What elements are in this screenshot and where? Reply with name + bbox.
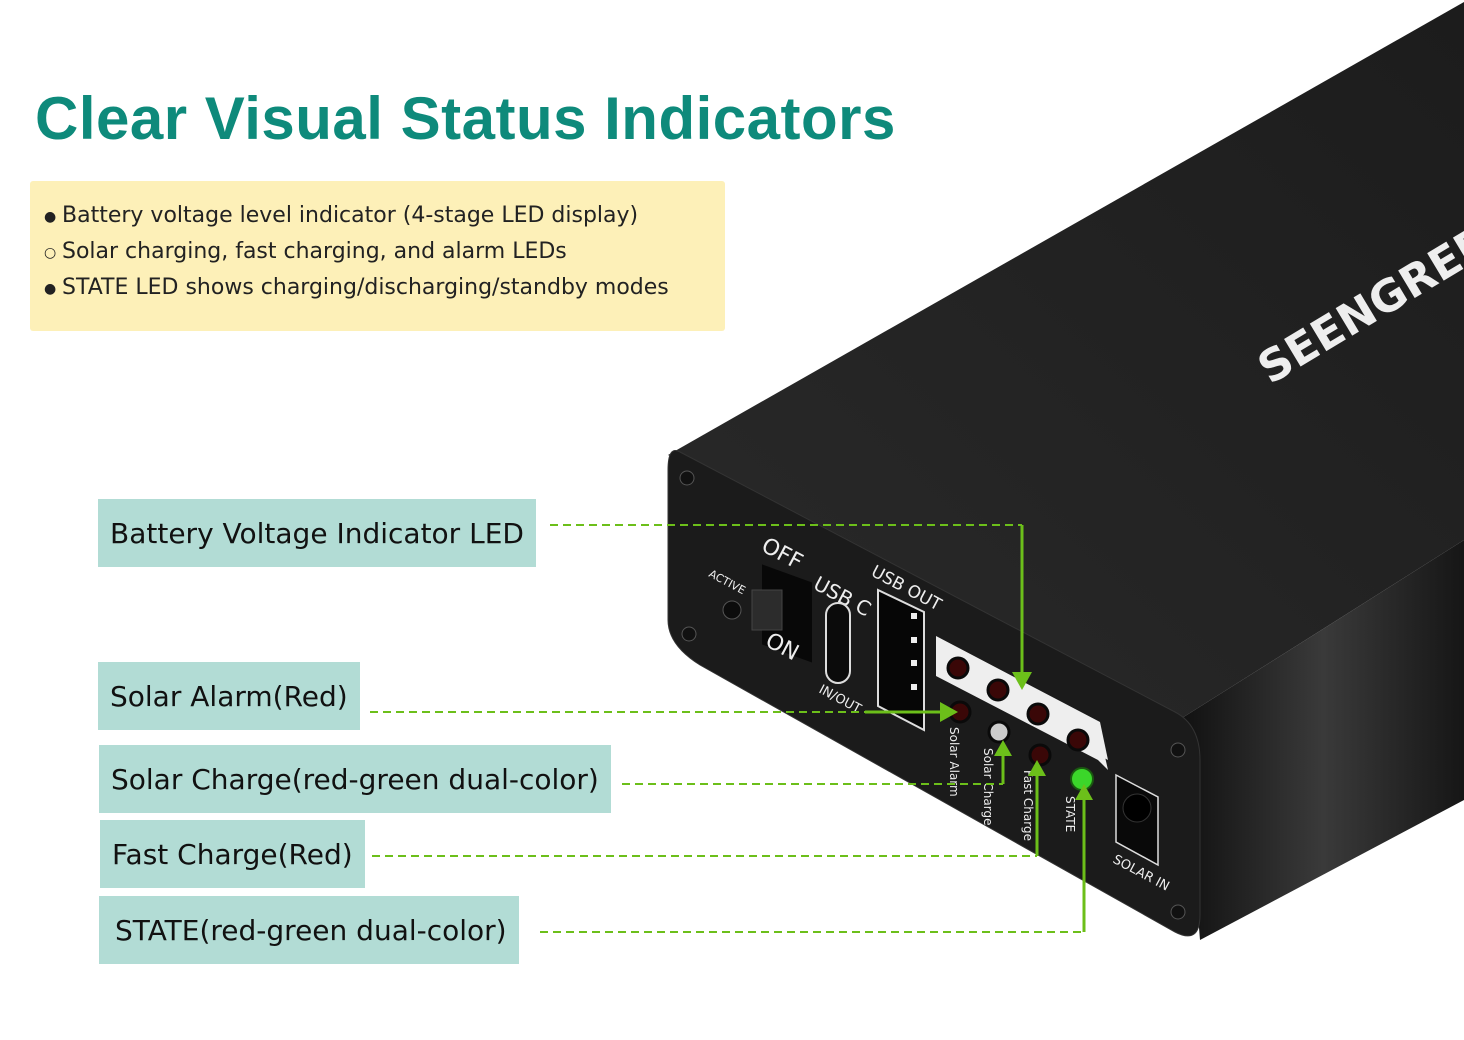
voltage-led bbox=[1026, 702, 1050, 726]
callout-state: STATE(red-green dual-color) bbox=[99, 896, 519, 964]
state-led bbox=[1070, 767, 1094, 791]
screw-icon bbox=[679, 470, 695, 486]
voltage-led bbox=[986, 678, 1010, 702]
callout-solar-alarm: Solar Alarm(Red) bbox=[98, 662, 360, 730]
bullet-icon: ○ bbox=[44, 245, 57, 261]
solar-charge-led bbox=[987, 720, 1011, 744]
state-label: STATE bbox=[1063, 796, 1077, 832]
feature-text: STATE LED shows charging/discharging/sta… bbox=[62, 275, 669, 300]
feature-text: Battery voltage level indicator (4-stage… bbox=[62, 203, 639, 228]
feature-list: ● Battery voltage level indicator (4-stag… bbox=[30, 181, 725, 331]
device-side-face bbox=[1182, 540, 1464, 940]
arrow-icons bbox=[940, 672, 1093, 800]
power-switch bbox=[762, 564, 812, 663]
bullet-icon: ● bbox=[44, 209, 57, 225]
device-front-face bbox=[667, 450, 1201, 937]
feature-text: Solar charging, fast charging, and alarm… bbox=[62, 239, 567, 264]
leader-lines bbox=[370, 524, 1084, 933]
screw-icon bbox=[1170, 742, 1186, 758]
fast-charge-label: Fast Charge bbox=[1021, 770, 1035, 841]
callout-battery-voltage: Battery Voltage Indicator LED bbox=[98, 499, 536, 567]
solar-alarm-label: Solar Alarm bbox=[947, 727, 961, 797]
feature-item: ● STATE LED shows charging/discharging/st… bbox=[44, 275, 725, 311]
switch-knob bbox=[751, 589, 783, 631]
bullet-icon: ● bbox=[44, 281, 57, 297]
usb-c-port bbox=[825, 602, 851, 684]
fast-charge-led bbox=[1028, 743, 1052, 767]
callout-solar-charge: Solar Charge(red-green dual-color) bbox=[99, 745, 611, 813]
voltage-led bbox=[1066, 728, 1090, 752]
feature-item: ○ Solar charging, fast charging, and alar… bbox=[44, 239, 725, 275]
voltage-led bbox=[946, 656, 970, 680]
device-top-face bbox=[668, 2, 1464, 718]
active-indicator bbox=[722, 600, 742, 620]
screw-icon bbox=[1170, 904, 1186, 920]
usb-a-port bbox=[877, 588, 925, 732]
solar-charge-label: Solar Charge bbox=[981, 748, 995, 825]
screw-icon bbox=[681, 626, 697, 642]
callout-fast-charge: Fast Charge(Red) bbox=[100, 820, 365, 888]
page-title: Clear Visual Status Indicators bbox=[35, 85, 896, 152]
feature-item: ● Battery voltage level indicator (4-stag… bbox=[44, 203, 725, 239]
